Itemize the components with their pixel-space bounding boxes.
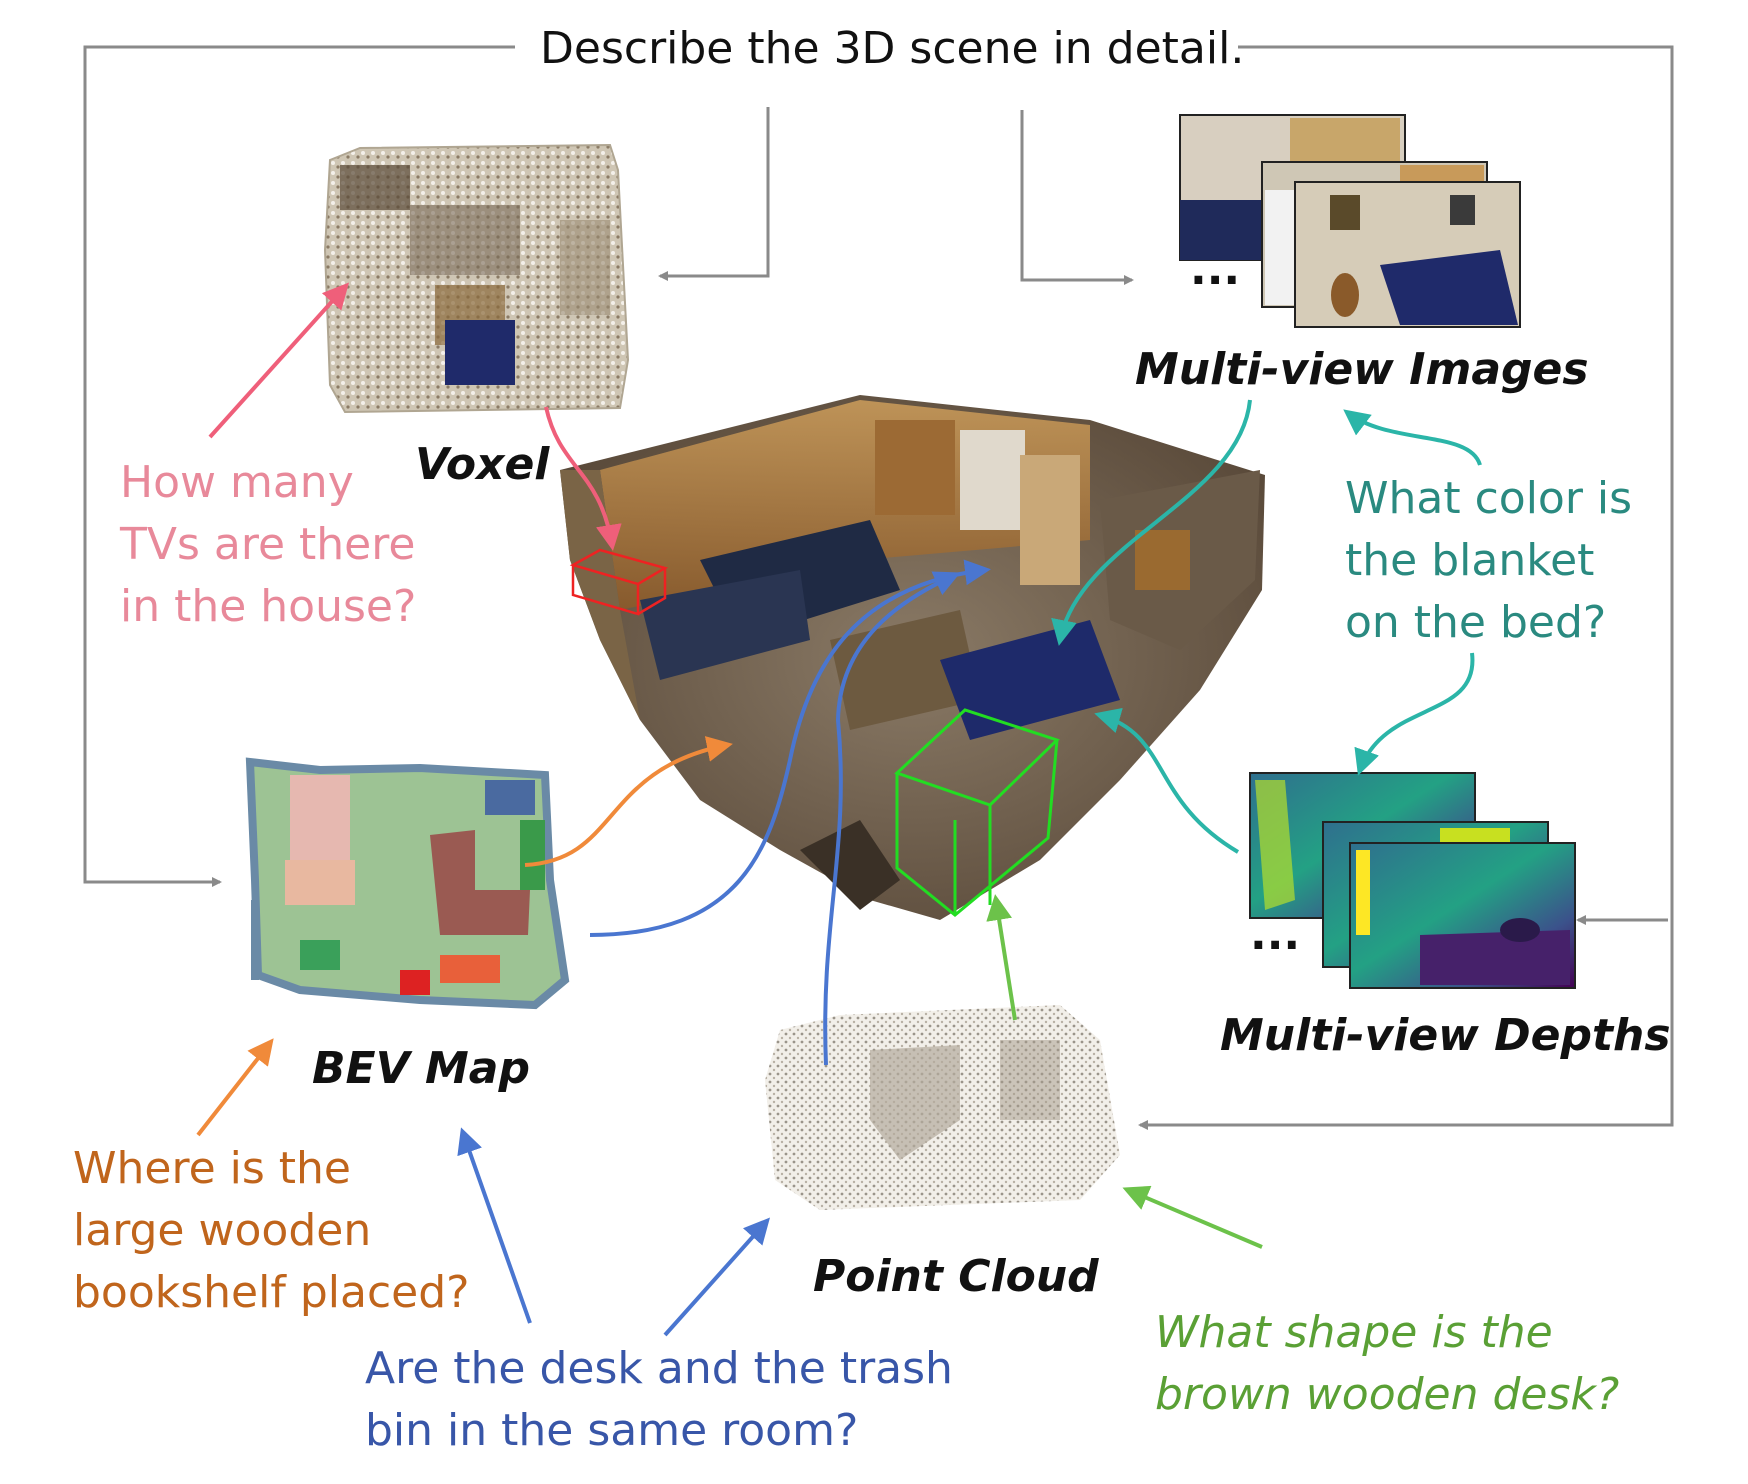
voxel-image: [323, 143, 630, 414]
frame-top-right: [1138, 45, 1674, 1130]
central-3d-scene: [560, 395, 1265, 920]
multiview-images: [1179, 114, 1521, 328]
view-image-3: [1294, 181, 1521, 328]
question-desk-shape: What shape is the brown wooden desk?: [1155, 1307, 1620, 1420]
desk-bounding-box: [894, 708, 1060, 917]
orange-arrow-2: [524, 736, 733, 867]
bev-map-label: BEV Map: [312, 1043, 530, 1094]
green-arrow-2: [986, 894, 1017, 1021]
point-cloud-label: Point Cloud: [813, 1251, 1099, 1302]
question-bookshelf-location: Where is the large wooden bookshelf plac…: [73, 1143, 470, 1318]
voxel-label: Voxel: [415, 439, 550, 490]
depth-image-3: [1349, 842, 1576, 989]
frame-to-images: [1020, 110, 1134, 285]
multiview-images-label: Multi-view Images: [1135, 344, 1589, 395]
teal-arrow-3: [1051, 399, 1252, 646]
blue-arrow-4: [823, 571, 961, 1066]
frame-top-left: [83, 45, 515, 887]
frame-to-voxel: [658, 107, 770, 281]
tv-bounding-box: [569, 548, 669, 616]
pink-arrow-1: [208, 282, 350, 439]
teal-arrow-2: [1354, 652, 1475, 776]
pink-arrow-2: [544, 406, 622, 551]
multiview-depths-label: Multi-view Depths: [1220, 1010, 1671, 1061]
question-tv-count: How many TVs are there in the house?: [120, 457, 417, 632]
prompt-title: Describe the 3D scene in detail.: [540, 23, 1245, 74]
teal-arrow-4: [1094, 708, 1240, 854]
blue-arrow-1: [457, 1127, 532, 1324]
question-blanket-color: What color is the blanket on the bed?: [1345, 473, 1633, 648]
point-cloud-image: [765, 1005, 1120, 1210]
question-arrows: [196, 282, 1482, 1337]
blue-arrow-2: [663, 1217, 770, 1337]
orange-arrow-1: [196, 1038, 274, 1137]
green-arrow-1: [1122, 1185, 1263, 1249]
images-ellipsis: ...: [1190, 244, 1241, 295]
teal-arrow-1: [1343, 409, 1482, 466]
blue-arrow-3: [589, 559, 991, 937]
multiview-depths: [1249, 772, 1576, 989]
question-desk-trash-room: Are the desk and the trash bin in the sa…: [365, 1343, 953, 1456]
frame-connectors: [83, 45, 1674, 1130]
bev-map-image: [245, 757, 570, 1010]
depths-ellipsis: ...: [1250, 909, 1301, 960]
